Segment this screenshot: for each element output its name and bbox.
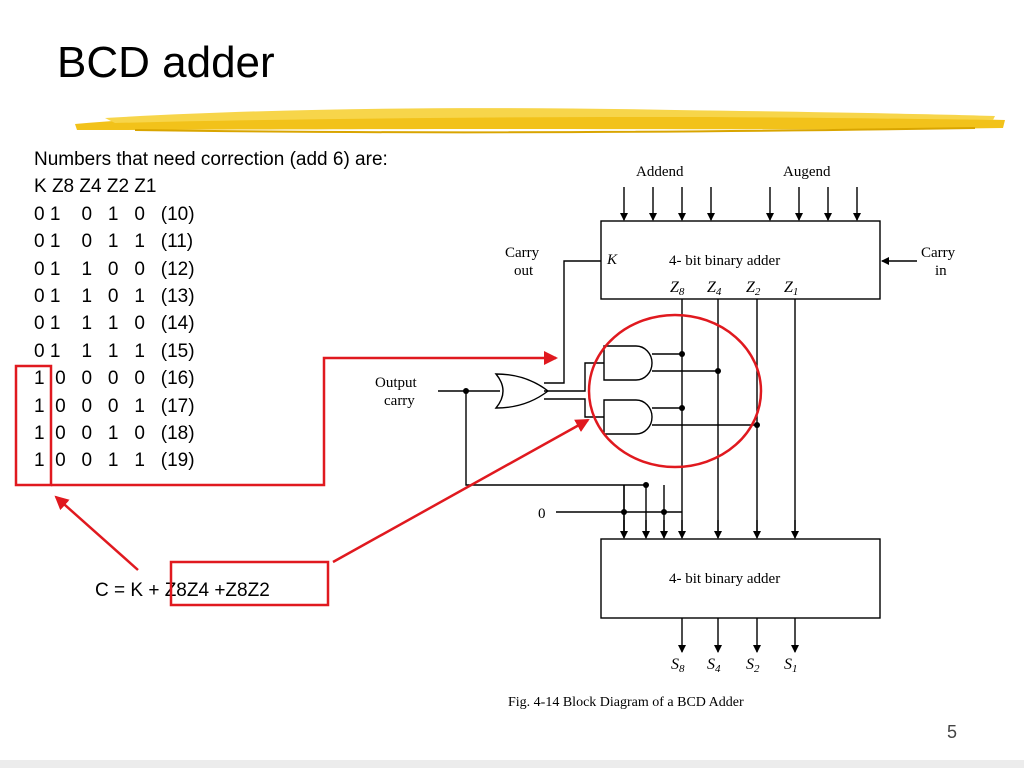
formula-to-k-arrow (54, 495, 139, 571)
footer-bar (0, 760, 1024, 768)
intro-text: Numbers that need correction (add 6) are… (34, 149, 388, 170)
slide-title: BCD adder (57, 38, 275, 87)
z8-label: Z8 (670, 279, 685, 298)
s2-label: S2 (746, 656, 760, 675)
and-gates-highlight (587, 313, 763, 469)
table-row: 0 1 0 1 0 (10) (34, 203, 195, 225)
k-to-carry-arrow (51, 351, 558, 487)
carry-out-label: Carry (505, 245, 540, 261)
and2-to-or (544, 398, 604, 418)
k-wire (544, 260, 601, 384)
table-row: 1 0 0 1 0 (18) (34, 423, 195, 445)
z1-label: Z1 (784, 279, 798, 298)
carry-in-label: Carry (921, 245, 956, 261)
svg-text:out: out (514, 263, 534, 279)
or-gate (494, 373, 550, 409)
terms-to-gates-arrow (332, 418, 590, 564)
svg-text:in: in (935, 263, 947, 279)
correction-list: Numbers that need correction (add 6) are… (34, 146, 388, 475)
zero-label: 0 (538, 506, 546, 522)
svg-text:carry: carry (384, 393, 415, 409)
table-row: 0 1 1 1 1 (15) (34, 340, 195, 362)
and-gate-2 (603, 399, 653, 435)
top-adder-box (600, 220, 881, 300)
carry-formula: C = K + Z8Z4 +Z8Z2 (95, 580, 270, 601)
k-label: K (606, 252, 618, 268)
slide-number: 5 (946, 722, 957, 742)
top-adder-label: 4- bit binary adder (669, 253, 780, 269)
table-row: 0 1 1 0 0 (12) (34, 258, 195, 280)
addend-label: Addend (636, 164, 684, 180)
table-row: 1 0 0 0 1 (17) (34, 395, 195, 417)
figure-caption: Fig. 4-14 Block Diagram of a BCD Adder (508, 695, 744, 710)
product-terms-highlight (169, 560, 330, 607)
augend-label: Augend (783, 164, 831, 180)
table-row: 1 0 0 1 1 (19) (34, 450, 195, 472)
bottom-adder-box (600, 538, 881, 619)
table-row: 0 1 1 0 1 (13) (34, 286, 195, 308)
output-carry-label: Output (375, 375, 418, 391)
s4-label: S4 (707, 656, 721, 675)
bottom-adder-label: 4- bit binary adder (669, 571, 780, 587)
table-header: K Z8 Z4 Z2 Z1 (34, 176, 157, 198)
table-row: 0 1 1 1 0 (14) (34, 313, 195, 335)
table-row: 1 0 0 0 0 (16) (34, 368, 195, 390)
output-carry-feedback (465, 391, 647, 535)
brush-underline (75, 108, 1005, 134)
z4-label: Z4 (707, 279, 722, 298)
table-row: 0 1 0 1 1 (11) (34, 231, 194, 253)
s8-label: S8 (671, 656, 685, 675)
and1-to-or (544, 362, 604, 392)
z2-label: Z2 (746, 279, 761, 298)
and-gate-1 (603, 345, 653, 381)
s1-label: S1 (784, 656, 798, 675)
k-column-highlight (14, 364, 53, 487)
